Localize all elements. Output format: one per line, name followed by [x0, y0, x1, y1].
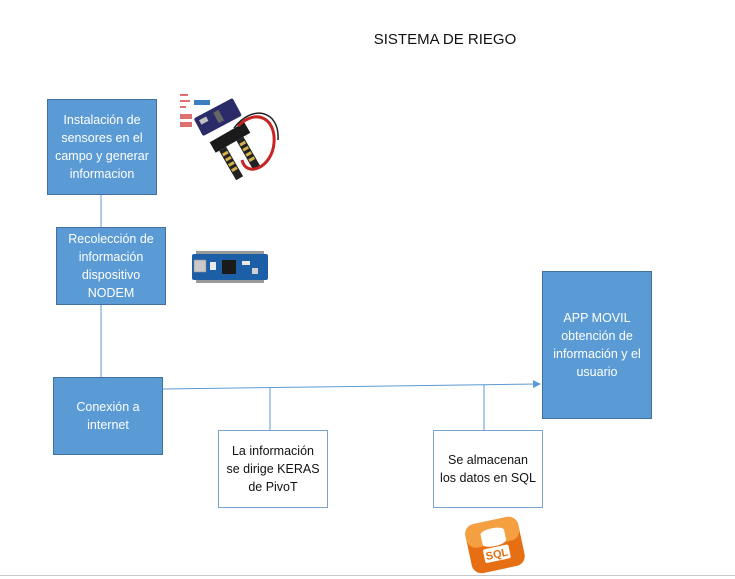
sql-label: Se almacenan los datos en SQL [440, 453, 536, 485]
internet-box: Conexión a internet [53, 377, 163, 455]
sql-database-logo: SQL [465, 516, 525, 574]
keras-box: La información se dirige KERAS de PivoT [218, 430, 328, 508]
sensors-box: Instalación de sensores en el campo y ge… [47, 99, 157, 195]
keras-label: La información se dirige KERAS de PivoT [226, 444, 320, 494]
sql-logo-text: SQL [485, 547, 510, 563]
sql-box: Se almacenan los datos en SQL [433, 430, 543, 508]
arduino-nano-board-image [192, 251, 268, 283]
page-bottom-border [0, 575, 735, 576]
app-label: APP MOVIL obtención de información y el … [553, 311, 641, 379]
app-box: APP MOVIL obtención de información y el … [542, 271, 652, 419]
arrow-internet-app [162, 380, 541, 390]
soil-moisture-sensor-image [176, 88, 280, 180]
collection-box: Recolección de información dispositivo N… [56, 227, 166, 305]
internet-label: Conexión a internet [76, 400, 140, 432]
diagram-title: SISTEMA DE RIEGO [373, 31, 517, 48]
sensors-label: Instalación de sensores en el campo y ge… [55, 113, 149, 181]
collection-label: Recolección de información dispositivo N… [68, 232, 154, 300]
